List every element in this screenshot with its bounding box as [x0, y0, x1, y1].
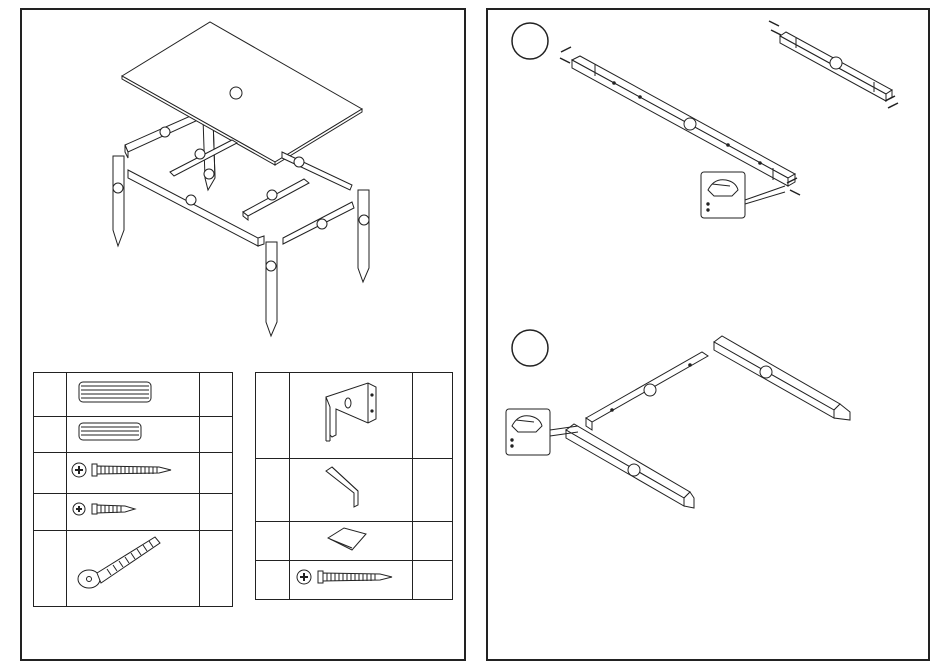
part-marker — [684, 118, 696, 130]
rail-center — [586, 352, 708, 430]
leg-left — [566, 424, 694, 508]
part-marker — [830, 57, 842, 69]
part-marker — [628, 464, 640, 476]
part-marker — [644, 384, 656, 396]
leg-right — [714, 336, 850, 420]
step-number-circle — [512, 23, 548, 59]
glue-inset — [701, 172, 785, 218]
short-rail — [780, 32, 892, 101]
step-number-circle — [512, 330, 548, 366]
long-rail — [572, 56, 795, 186]
part-marker — [760, 366, 772, 378]
